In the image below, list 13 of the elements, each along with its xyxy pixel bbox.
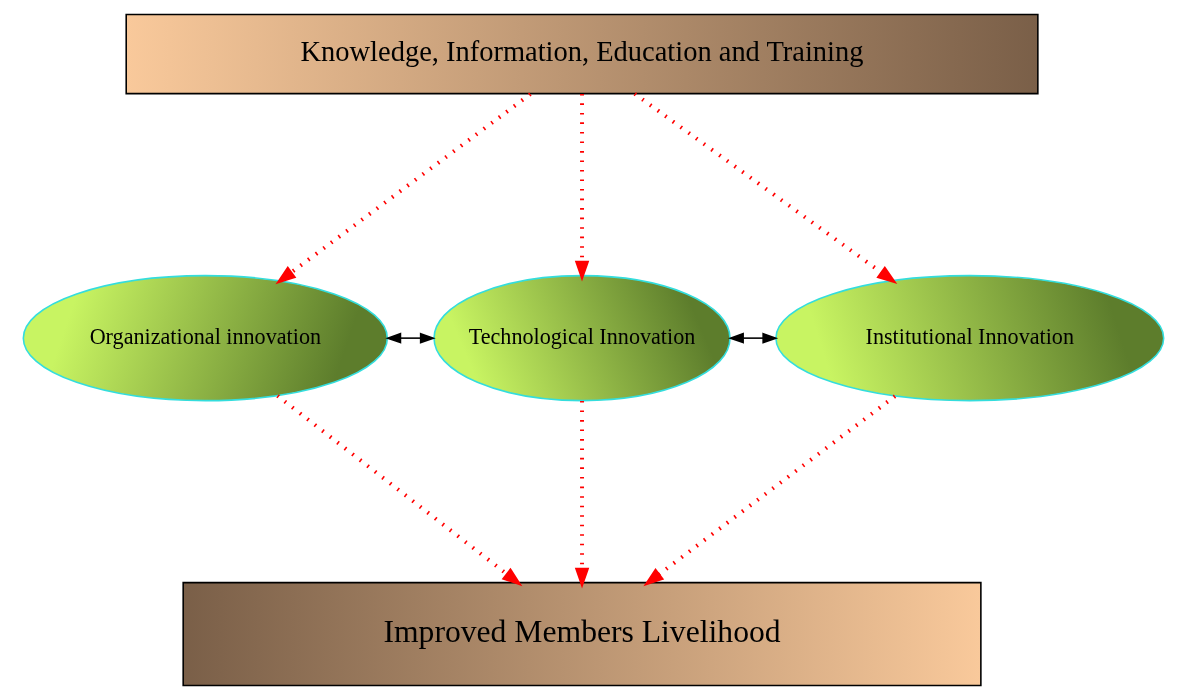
node-ellipse: Institutional Innovation (774, 274, 1164, 402)
arrow (633, 92, 897, 284)
arrow (574, 94, 589, 282)
arrow (384, 332, 436, 344)
arrow (642, 394, 896, 587)
node-ellipse: Technological Innovation (432, 274, 731, 402)
arrow (574, 401, 589, 589)
node-box: Knowledge, Information, Education and Training (124, 13, 1039, 95)
node-ellipse: Organizational innovation (22, 274, 388, 402)
arrow (275, 394, 522, 587)
node-box: Improved Members Livelihood (181, 581, 982, 687)
arrow (727, 332, 778, 344)
arrow (275, 92, 532, 285)
